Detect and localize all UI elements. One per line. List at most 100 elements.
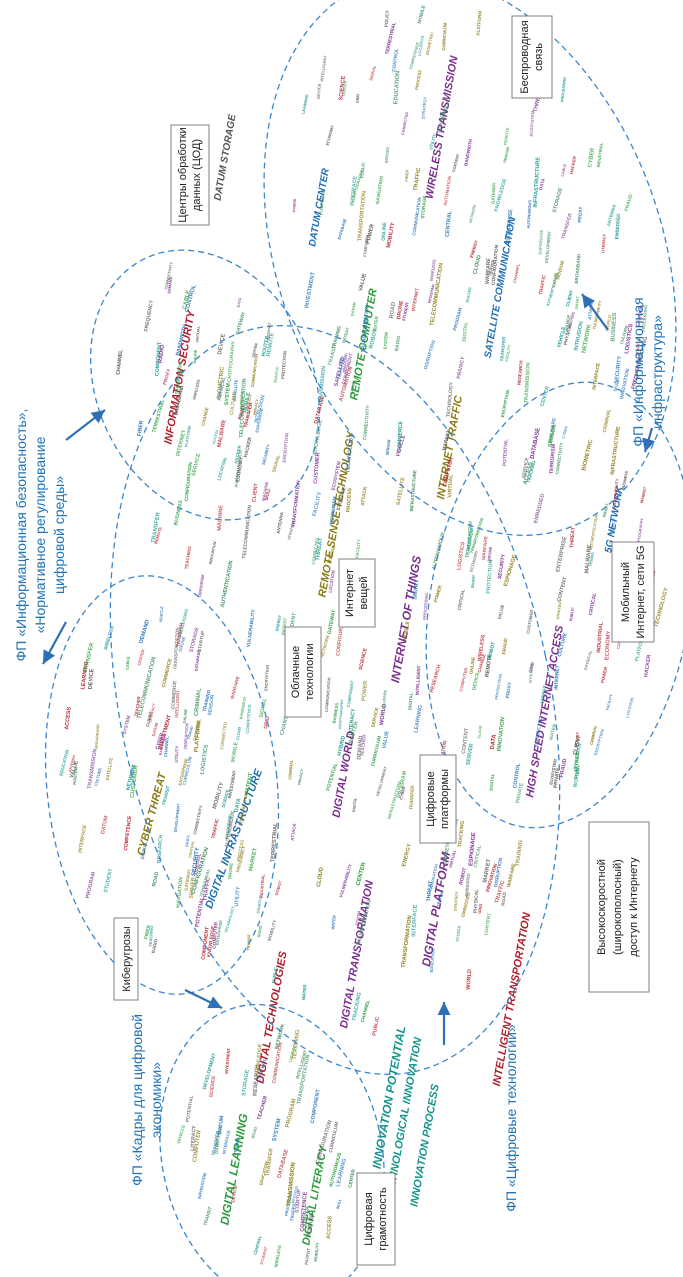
cloud-word: ECOSYSTEM [331,461,342,491]
cloud-word: ONLINE [183,708,189,723]
cloud-word: CONTROL [193,853,202,875]
cloud-word: UTILITY [428,133,437,150]
cloud-word: AUTHENTICATION [220,560,235,608]
cloud-word: DEMAND [306,1213,316,1238]
cloud-word: LITERACY [348,708,357,736]
cloud-word: PUBLIC [271,966,278,984]
cloud-word: WIRELESS [273,1245,282,1268]
cloud-word: DISRUPTION [493,857,504,888]
cloud-word: MALWARE [548,417,558,443]
cloud-word: ECONOMY [235,456,245,483]
cloud-word: LOGISTICS [456,541,466,571]
cloud-word: CUSTOMER [130,765,140,798]
cloud-word: CLOUD [472,255,482,275]
cloud-word: COMMUNICATION [324,677,332,712]
fp-security-line3: цифровой среды» [51,476,67,594]
cloud-word: PROCESS [236,839,245,861]
cloud-word: EDUCATION [429,948,436,972]
cloud-word: NAVIGATION [429,863,439,889]
cluster-info-infrastructure-outline [263,0,677,536]
cloud-word: TRANSMISSION [87,748,99,789]
cloud-word: CONNECTIVITY [164,261,174,290]
cloud-word: SYSTEM [382,332,388,350]
cloud-word: LOGISTICS [288,1042,297,1063]
callout-iot-line2: вещей [358,576,370,609]
cloud-word: FIBER [143,924,152,940]
cloud-word: VEHICLE [159,606,164,623]
callouts: Центры обработки данных (ЦОД) Беспроводн… [113,15,655,1266]
cloud-word: SERVICE [191,452,203,476]
callout-cyber-line1: Киберугрозы [121,926,133,992]
cloud-word: POTENTIAL [185,1095,195,1123]
cloud-word: CONNECTED [533,716,544,748]
cloud-word: STARTUP [295,1188,303,1213]
cloud-word: LITERACY [600,233,607,253]
cloud-word: FIBER [404,169,410,181]
cloud-word: MACHINE [261,481,270,501]
cloud-word: ONLINE [381,221,388,241]
cloud-word: TRANSFER [175,622,184,648]
cloud-word: SENSOR [547,424,558,448]
cloud-word: ESPIONAGE [537,229,543,254]
cloud-word: SKILL [336,1198,343,1210]
cloud-word: CONNECTIVITY [554,442,564,475]
cloud-word: BIOMETRIC [443,835,453,864]
cloud-word: WATER [548,723,557,741]
cloud-word: TECHNOLOGY [223,905,235,933]
cloud-word: KNOWLEDGE [206,925,216,958]
callout-digital-literacy: Цифровая грамотность [356,1172,396,1266]
cloud-word: CURRICULUM [441,22,448,51]
cloud-word: INTRUSION [573,321,584,351]
cloud-word: CYBER [155,732,166,751]
cloud-word: NETWORK [319,634,330,658]
cloud-word: WARFARE [230,676,241,700]
keyword-innovation-process: INNOVATION PROCESS [408,1083,442,1208]
cloud-word: CLOUD [236,726,242,740]
cloud-word: CENTER [251,342,258,358]
cloud-word: COMPONENT [154,341,163,377]
cloud-word: CYBER [398,786,406,801]
arrow-personnel [184,989,223,1009]
cloud-word: WORLD [379,704,388,726]
cloud-word: PRIVATE [553,767,561,789]
keyword-datum-storage: DATUM STORAGE [213,113,239,201]
cloud-word: CENTER [136,648,145,666]
cloud-word: VEHICLE [176,1124,186,1144]
cloud-word: COMMUNICATION [250,353,259,387]
cloud-word: SMART [601,502,610,518]
cloud-word: MOBILE [230,741,239,763]
cloud-word: MOBILITY [267,919,278,941]
cloud-word: DATABASE [276,1148,290,1179]
cloud-word: CHANGE [477,653,487,673]
cloud-word: LOCATION [625,697,635,718]
cloud-word: SCIENCE [338,75,347,101]
cloud-word: ESPIONAGE [254,408,264,434]
cloud-word: DATUM [151,722,159,737]
cloud-word: MALWARE [217,419,228,448]
cloud-word: TRANSFER [243,401,254,428]
cloud-word: PRIVATE [515,782,525,804]
cloud-word: LEARNING [413,705,424,734]
cloud-word: ATTACK [360,486,369,507]
cloud-word: DATA [234,798,243,813]
cloud-word: TRANSFER [151,512,162,544]
cloud-word: AUTONOMOUS [526,200,533,229]
cloud-word: TERRESTRIAL [270,822,279,863]
cloud-word: PROCESS [346,487,354,512]
cloud-word: STORAGE [241,1069,251,1097]
cluster-personnel-outline [159,1003,385,1277]
cloud-word: MARKET [248,847,259,872]
cloud-word: INTRUSION [529,663,535,684]
cloud-word: MARKET [442,430,453,452]
cloud-word: STRATEGY [556,599,563,620]
cloud-word: CONTENT [556,576,569,603]
cloud-word: PROGRAM [428,284,436,304]
cloud-word: PROCESS [414,69,423,90]
cloud-word: PROXY [577,206,583,222]
cloud-word: CONFIGURATION [335,611,346,656]
cloud-word: DEVICE [230,1185,238,1203]
cloud-word: BUSINESS [610,312,618,342]
cloud-word: SATELLITE [105,757,114,781]
callout-cloud-line2: технологии [304,643,316,700]
cloud-word: PROCESS [291,1185,299,1204]
